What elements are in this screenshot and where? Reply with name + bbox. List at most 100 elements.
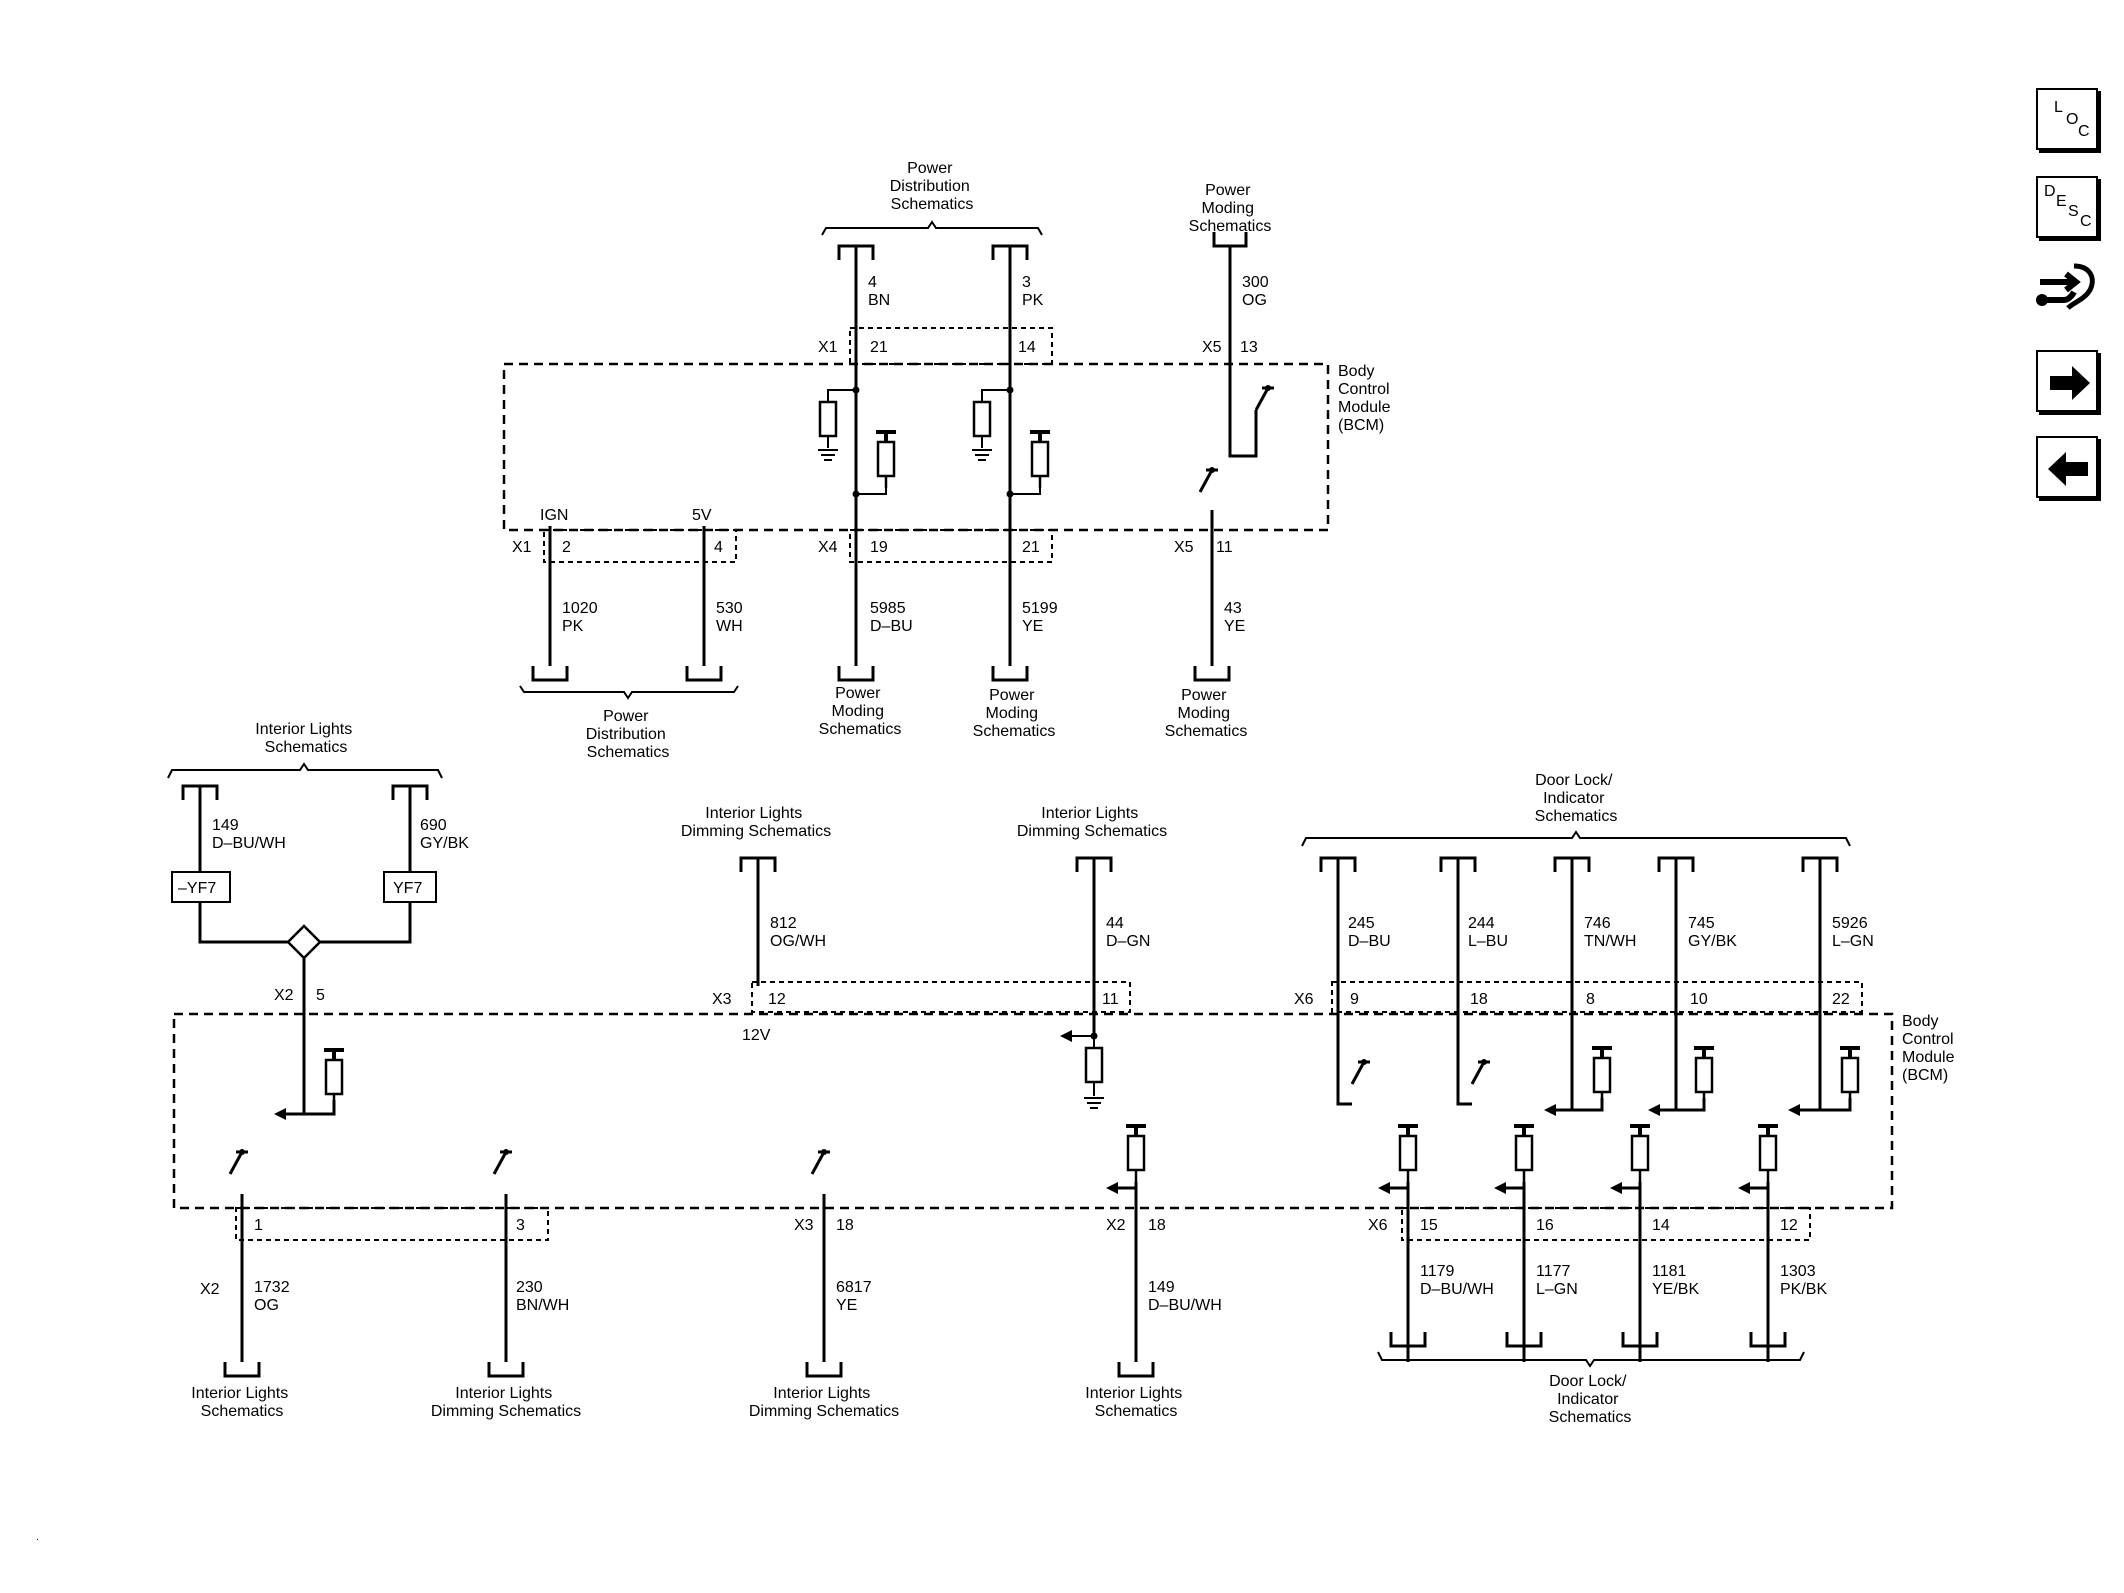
desc-letter-e: E	[2056, 193, 2067, 210]
pin-2: 2	[562, 539, 571, 556]
arrow-right-icon	[2050, 366, 2090, 400]
desc-letter-c: C	[2080, 213, 2092, 230]
connector-x5-top: X5	[1202, 339, 1222, 356]
connector-x5-lower: X5	[1174, 539, 1194, 556]
pin-21-x4: 21	[1022, 539, 1040, 556]
desc-letter-d: D	[2044, 183, 2056, 200]
bcm-label-top: Body Control Module (BCM)	[1338, 363, 1395, 434]
corner-mark: .	[36, 1532, 39, 1543]
pin-1: 1	[254, 1217, 263, 1234]
connector-x3-top: X3	[712, 991, 732, 1008]
wiring-repair-icon[interactable]	[2034, 256, 2102, 324]
desc-letter-s: S	[2068, 203, 2079, 220]
ref-power-distribution-lower: Power Distribution Schematics	[586, 708, 670, 761]
splice-diamond	[286, 924, 322, 960]
ref-interior-lights-x2-18: Interior Lights Schematics	[1085, 1385, 1186, 1420]
label-yf7-left: –YF7	[178, 880, 216, 897]
pin-3: 3	[516, 1217, 525, 1234]
ref-dimming-x2-3: Interior Lights Dimming Schematics	[431, 1385, 581, 1420]
bcm-box-top	[502, 362, 1330, 532]
label-yf7-right: YF7	[393, 880, 422, 897]
connector-x2-top: X2	[274, 987, 294, 1004]
top-circuit: Power Distribution Schematics Power Modi…	[502, 160, 1395, 761]
connector-x1-top: X1	[818, 339, 838, 356]
connector-x2-lower: X2	[200, 1281, 220, 1298]
pin-16: 16	[1536, 1217, 1554, 1234]
pin-19: 19	[870, 539, 888, 556]
ref-power-distribution-top: Power Distribution Schematics	[890, 160, 974, 213]
pin-18: 18	[1470, 991, 1488, 1008]
pin-11: 11	[1216, 539, 1233, 556]
pin-14: 14	[1018, 339, 1036, 356]
ref-door-lock-lower: Door Lock/ Indicator Schematics	[1549, 1373, 1632, 1426]
brace-top	[821, 220, 1043, 236]
ref-power-moding-x4-21: Power Moding Schematics	[973, 687, 1056, 740]
pin-11-x3: 11	[1102, 991, 1119, 1008]
ref-dimming-44: Interior Lights Dimming Schematics	[1017, 805, 1167, 840]
ref-dimming-x3-18: Interior Lights Dimming Schematics	[749, 1385, 899, 1420]
connector-x6-lower: X6	[1368, 1217, 1388, 1234]
pin-4: 4	[714, 539, 723, 556]
label-12v: 12V	[742, 1027, 771, 1044]
pin-8: 8	[1586, 991, 1595, 1008]
ref-door-lock-top: Door Lock/ Indicator Schematics	[1535, 772, 1618, 825]
ref-power-moding-x4-19: Power Moding Schematics	[819, 685, 902, 738]
arrow-left-icon	[2048, 452, 2088, 486]
pin-18-x2: 18	[1148, 1217, 1166, 1234]
pin-21: 21	[870, 339, 888, 356]
loc-button[interactable]: L O C	[2036, 88, 2098, 150]
pin-15: 15	[1420, 1217, 1438, 1234]
pin-10: 10	[1690, 991, 1708, 1008]
next-page-button[interactable]	[2036, 350, 2098, 412]
pin-9: 9	[1350, 991, 1359, 1008]
switch-x5-13	[1254, 383, 1276, 412]
connector-x6-top: X6	[1294, 991, 1314, 1008]
bcm-label-bottom: Body Control Module (BCM)	[1902, 1013, 1959, 1084]
loc-letter-o: O	[2066, 111, 2078, 128]
label-5v: 5V	[692, 507, 712, 524]
pin-12: 12	[768, 991, 786, 1008]
connector-x4: X4	[818, 539, 838, 556]
pin-12-x6: 12	[1780, 1217, 1798, 1234]
pin-22: 22	[1832, 991, 1850, 1008]
pin-14-x6: 14	[1652, 1217, 1670, 1234]
bcm-box-bottom	[172, 1012, 1894, 1210]
ref-power-moding-top: Power Moding Schematics	[1189, 182, 1272, 235]
ref-dimming-812: Interior Lights Dimming Schematics	[681, 805, 831, 840]
desc-button[interactable]: D E S C	[2036, 176, 2098, 238]
ref-interior-lights-x2-1: Interior Lights Schematics	[191, 1385, 292, 1420]
connector-x2-lower-right: X2	[1106, 1217, 1126, 1234]
loc-letter-l: L	[2054, 99, 2063, 116]
pin-18-x3: 18	[836, 1217, 854, 1234]
ref-interior-lights-top: Interior Lights Schematics	[255, 721, 356, 756]
loc-letter-c: C	[2078, 123, 2090, 140]
previous-page-button[interactable]	[2036, 436, 2098, 498]
